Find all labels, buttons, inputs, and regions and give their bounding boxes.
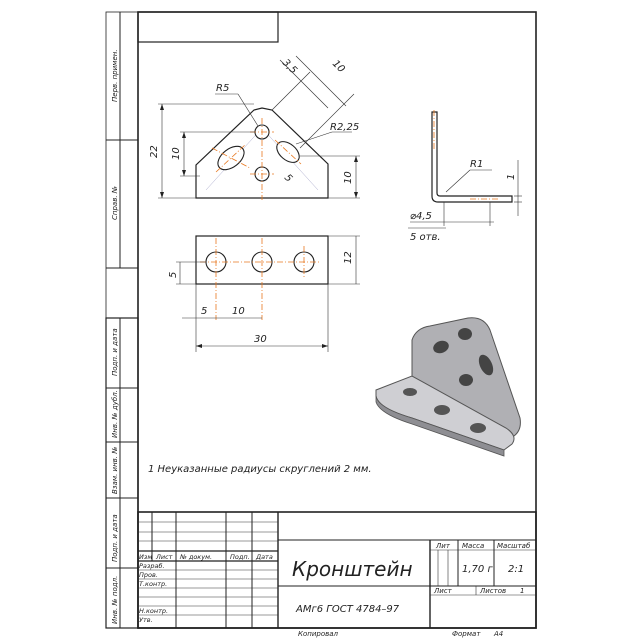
dim-10-left: 10 bbox=[171, 147, 182, 160]
dim-holes-count: 5 отв. bbox=[410, 232, 441, 243]
col-podp: Подп. bbox=[230, 553, 250, 561]
scale-value: 2:1 bbox=[508, 564, 524, 575]
label-sprav-no: Справ. № bbox=[111, 186, 119, 220]
dim-r2-25: R2,25 bbox=[330, 122, 359, 133]
dim-5-left: 5 bbox=[168, 272, 179, 278]
side-column: Перв. примен. Справ. № Подп. и дата Инв.… bbox=[105, 12, 139, 629]
row-razrab: Разраб. bbox=[139, 562, 165, 570]
label-perv-primen: Перв. примен. bbox=[111, 49, 119, 102]
row-tkontr: Т.контр. bbox=[139, 580, 167, 588]
footer-format-label: Формат bbox=[452, 630, 481, 638]
lit-header: Лит bbox=[435, 542, 451, 550]
part-name: Кронштейн bbox=[292, 557, 413, 581]
label-inv-podl: Инв. № подл. bbox=[111, 576, 119, 624]
footer-kopiroval: Копировал bbox=[298, 630, 339, 638]
sheets-count: 1 bbox=[520, 587, 524, 595]
dim-5-bottom: 5 bbox=[201, 306, 207, 317]
sheet-label: Лист bbox=[433, 587, 453, 595]
dim-r5: R5 bbox=[216, 83, 229, 94]
dim-10-diag: 10 bbox=[330, 58, 347, 75]
dim-12: 12 bbox=[343, 251, 354, 264]
mass-header: Масса bbox=[462, 542, 484, 550]
dim-3-5: 3,5 bbox=[280, 57, 299, 76]
sheet-footer: Копировал Формат А4 bbox=[298, 630, 503, 638]
col-izm: Изм bbox=[139, 553, 152, 561]
dim-22: 22 bbox=[149, 145, 160, 158]
col-list: Лист bbox=[155, 553, 173, 561]
front-view: 12 5 5 10 30 bbox=[168, 235, 360, 352]
sheets-label: Листов bbox=[479, 587, 506, 595]
technical-note: 1 Неуказанные радиусы скруглений 2 мм. bbox=[148, 464, 372, 475]
label-inv-dubl: Инв. № дубл. bbox=[111, 390, 119, 438]
top-view: 22 10 10 3,5 10 R2,25 5 R5 bbox=[149, 55, 360, 200]
label-vzam-inv: Взам. инв. № bbox=[111, 446, 119, 494]
dim-30: 30 bbox=[254, 334, 267, 345]
scale-header: Масштаб bbox=[497, 542, 531, 550]
row-nkontr: Н.контр. bbox=[139, 607, 168, 615]
side-view: R1 1 ⌀4,5 5 отв. bbox=[408, 110, 522, 243]
col-doc: № докум. bbox=[179, 553, 212, 561]
col-data: Дата bbox=[255, 553, 273, 561]
dim-r1: R1 bbox=[470, 159, 483, 170]
part-material: АМг6 ГОСТ 4784–97 bbox=[295, 604, 400, 615]
title-block: Изм Лист № докум. Подп. Дата Разраб. Про… bbox=[137, 511, 537, 629]
mass-value: 1,70 г bbox=[462, 564, 493, 575]
dim-1: 1 bbox=[506, 174, 517, 180]
label-podp-data-1: Подп. и дата bbox=[111, 328, 119, 376]
dim-10-bottom: 10 bbox=[232, 306, 245, 317]
dim-hole: ⌀4,5 bbox=[410, 211, 432, 222]
row-utv: Утв. bbox=[139, 616, 153, 624]
label-podp-data-2: Подп. и дата bbox=[111, 514, 119, 562]
isometric-view bbox=[375, 317, 521, 457]
row-prov: Пров. bbox=[139, 571, 158, 579]
footer-format-value: А4 bbox=[493, 630, 503, 638]
dim-10-right: 10 bbox=[343, 171, 354, 184]
